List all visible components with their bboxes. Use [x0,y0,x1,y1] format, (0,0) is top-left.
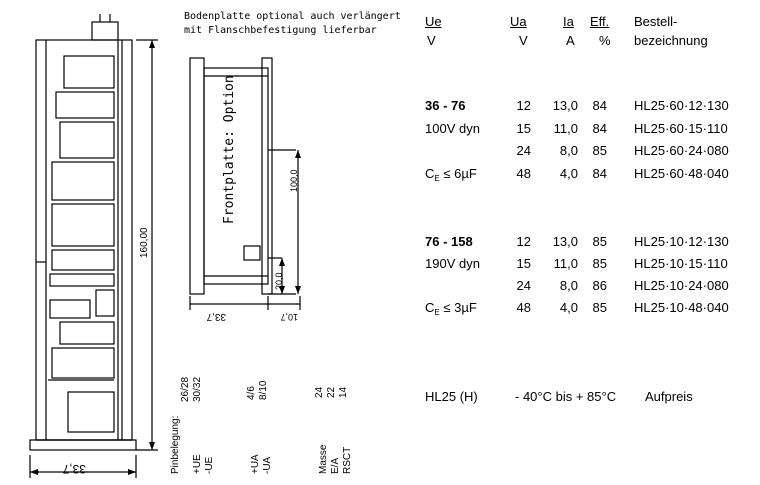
dim-flange-label: 10,7 [280,312,298,322]
pin-label: +UA [250,454,261,474]
ia-value: 4,0 [559,166,578,181]
header-order2: bezeichnung [634,33,708,48]
pin-value: 8/10 [258,380,269,400]
ia-value: 11,0 [553,256,578,271]
eff-value: 84 [592,98,607,113]
ua-value: 15 [516,121,531,136]
option-model: HL25 (H) [425,389,478,404]
ua-value: 24 [516,143,531,158]
ua-value: 48 [516,166,531,181]
ia-value: 8,0 [559,143,578,158]
order-code: HL25·10·24·080 [634,278,729,293]
order-code: HL25·10·12·130 [634,234,729,249]
pin-value: 26/28 [180,376,191,402]
component [95,289,115,317]
drawing-note-line2: mit Flanschbefestigung lieferbar [184,25,377,36]
component [63,55,115,89]
dim-small-label: 20,0 [274,272,284,290]
dim-height-label: 160,00 [139,227,150,258]
pin-label: Masse [318,444,329,474]
pin-value: 22 [326,386,337,398]
header-ue: Ue [425,14,442,29]
eff-value: 86 [592,278,607,293]
ia-value: 4,0 [559,300,578,315]
ia-value: 11,0 [553,121,578,136]
dim-bottom-width-label: 33,7 [62,462,86,476]
header-eff: Eff. [590,14,610,29]
range-label: 36 - 76 [425,98,466,113]
dyn-label: 190V dyn [425,256,480,271]
option-price: Aufpreis [645,389,693,404]
ia-value: 8,0 [559,278,578,293]
component [59,321,115,345]
ua-value: 12 [516,234,531,249]
eff-value: 85 [592,300,607,315]
range-label: 76 - 158 [425,234,473,249]
ua-value: 12 [516,98,531,113]
base-plate [29,439,137,451]
order-code: HL25·60·24·080 [634,143,729,158]
order-code: HL25·10·15·110 [634,256,728,271]
component [67,391,115,433]
pin-title: Pinbelegung: [170,415,181,474]
frontplate-view [189,57,205,295]
eff-value: 85 [592,143,607,158]
order-code: HL25·10·48·040 [634,300,729,315]
body-view [203,67,269,285]
header-ue-unit: V [427,33,436,48]
header-ua: Ua [510,14,527,29]
top-connector [91,21,119,41]
component [51,161,115,201]
drawing-note-line1: Bodenplatte optional auch verlängert [184,11,401,22]
pin-value: 14 [338,386,349,398]
eff-value: 85 [592,234,607,249]
component [49,299,91,319]
order-code: HL25·60·48·040 [634,166,729,181]
pin-label: -UE [204,456,215,474]
cap-label: CE ≤ 6µF [425,166,477,183]
eff-value: 84 [592,121,607,136]
component [59,121,115,159]
ia-value: 13,0 [552,234,578,249]
option-temp-range: - 40°C bis + 85°C [515,389,617,404]
component [51,347,115,379]
dim-side-width-label: 33,7 [206,311,226,322]
pin-label: -UA [262,456,273,474]
ia-value: 13,0 [552,98,578,113]
order-code: HL25·60·12·130 [634,98,729,113]
pin-label: RSCT [342,446,353,474]
component [51,203,115,247]
dyn-label: 100V dyn [425,121,480,136]
ua-value: 24 [516,278,531,293]
frontplate-option-label: Frontplatte: Option [222,75,237,224]
pin-value: 4/6 [246,386,257,400]
eff-value: 84 [592,166,607,181]
header-order: Bestell- [634,14,678,29]
header-ia-unit: A [566,33,575,48]
eff-value: 85 [592,256,607,271]
pin-label: +UE [192,454,203,474]
ua-value: 15 [516,256,531,271]
dim-inner-height-label: 100,0 [289,169,299,192]
header-ia: Ia [563,14,574,29]
flange-tab [243,245,261,261]
header-eff-unit: % [599,33,611,48]
component [49,273,115,287]
cap-label: CE ≤ 3µF [425,300,477,317]
pin-value: 24 [314,386,325,398]
ua-value: 48 [516,300,531,315]
pin-label: E/A [330,457,341,474]
order-code: HL25·60·15·110 [634,121,728,136]
component [51,249,115,271]
header-ua-unit: V [519,33,528,48]
pin-value: 30/32 [192,376,203,402]
component [55,91,115,119]
